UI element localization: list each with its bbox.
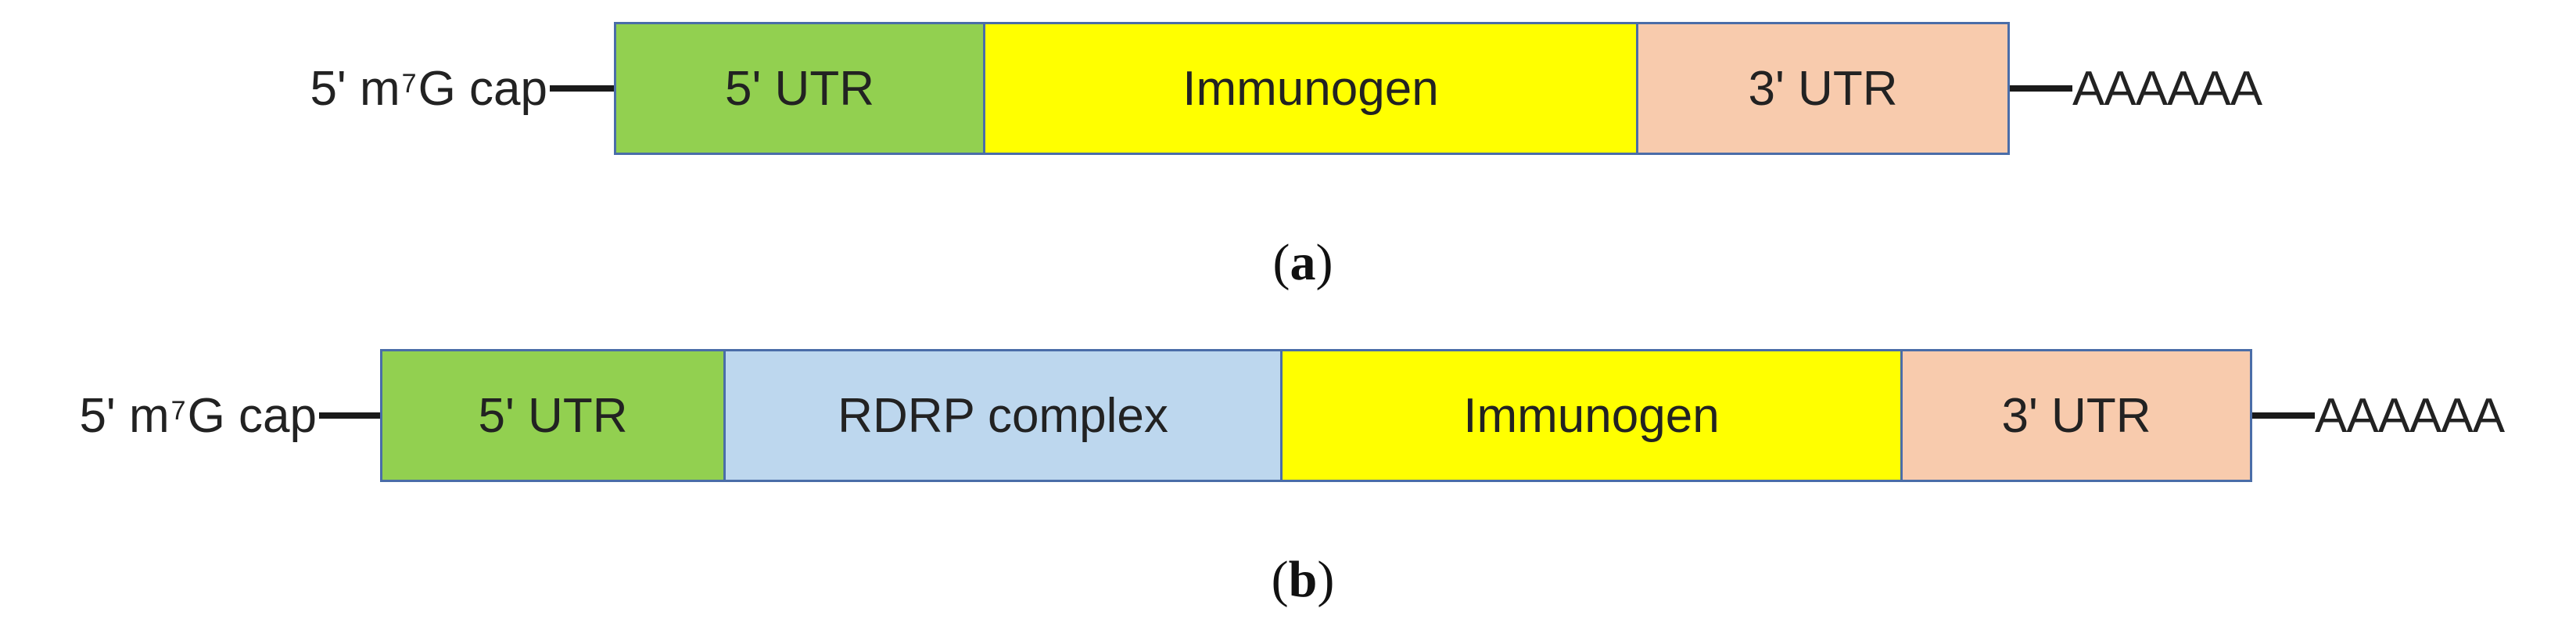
panel-label-a: (a) bbox=[1272, 234, 1333, 291]
three-prime-connector-line bbox=[2010, 85, 2072, 92]
cap-prefix: 5' m bbox=[310, 61, 400, 116]
three-prime-connector-line bbox=[2252, 412, 2315, 419]
poly-a-tail: AAAAAA bbox=[2072, 61, 2262, 116]
cap-superscript: 7 bbox=[170, 395, 186, 426]
five-prime-connector-line bbox=[550, 85, 614, 92]
immunogen-segment: Immunogen bbox=[985, 22, 1638, 155]
poly-a-tail: AAAAAA bbox=[2315, 388, 2505, 443]
cap-prefix: 5' m bbox=[79, 388, 170, 443]
panel-letter-a: a bbox=[1290, 234, 1316, 291]
five-prime-utr-segment: 5' UTR bbox=[380, 349, 726, 482]
panel-letter-b: b bbox=[1288, 551, 1318, 608]
five-prime-connector-line bbox=[319, 412, 380, 419]
immunogen-segment: Immunogen bbox=[1283, 349, 1903, 482]
cap-superscript: 7 bbox=[401, 68, 417, 99]
five-prime-utr-segment: 5' UTR bbox=[614, 22, 985, 155]
three-prime-utr-segment: 3' UTR bbox=[1903, 349, 2252, 482]
cap-suffix: G cap bbox=[187, 388, 317, 443]
three-prime-utr-segment: 3' UTR bbox=[1638, 22, 2010, 155]
rdrp-complex-segment: RDRP complex bbox=[726, 349, 1283, 482]
cap-suffix: G cap bbox=[418, 61, 547, 116]
panel-label-b: (b) bbox=[1271, 551, 1335, 608]
